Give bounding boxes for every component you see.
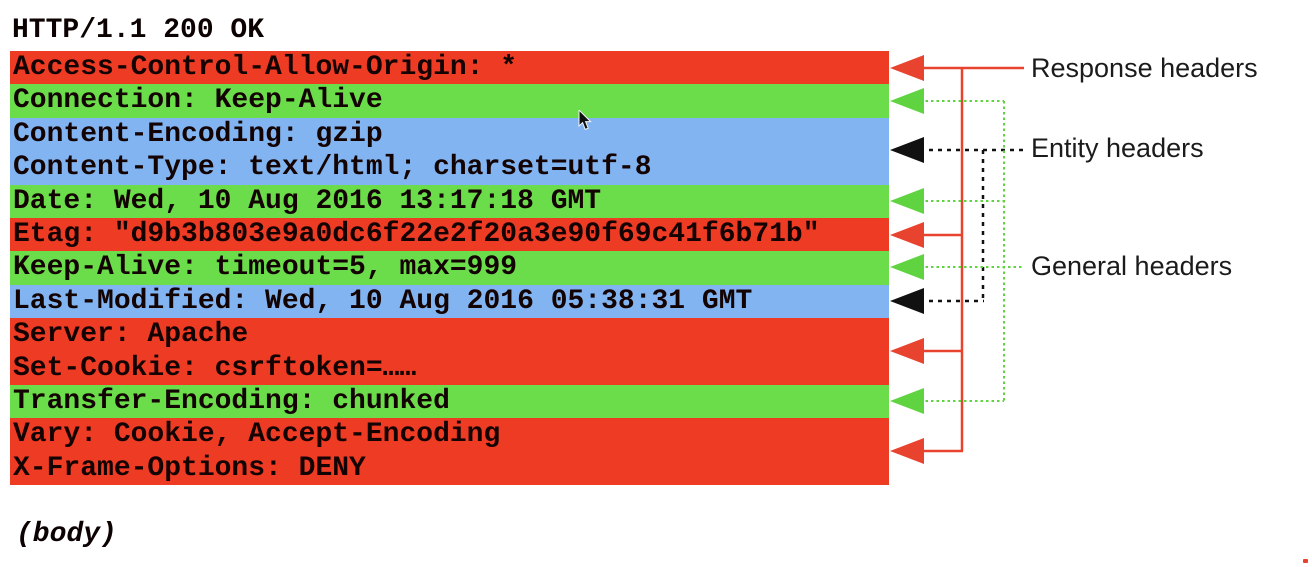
header-row-vary-xframe: Vary: Cookie, Accept-Encoding X-Frame-Op… <box>10 418 889 486</box>
general-headers-label: General headers <box>1031 251 1233 281</box>
header-row-content: Content-Encoding: gzip Content-Type: tex… <box>10 117 889 185</box>
header-row-server-setcookie: Server: Apache Set-Cookie: csrftoken=…… <box>10 318 889 385</box>
arrow-icon-server <box>890 338 924 364</box>
header-line: Content-Encoding: gzip <box>13 118 383 150</box>
header-row-last-modified: Last-Modified: Wed, 10 Aug 2016 05:38:31… <box>10 284 889 319</box>
header-row-keep-alive: Keep-Alive: timeout=5, max=999 <box>10 251 889 285</box>
arrow-icon-etag <box>890 222 924 248</box>
arrow-icon-last-modified <box>890 288 924 314</box>
header-line: Access-Control-Allow-Origin: * <box>13 52 518 83</box>
header-row-connection: Connection: Keep-Alive <box>10 84 889 118</box>
header-line: Set-Cookie: csrftoken=…… <box>13 352 417 384</box>
response-headers-block: Access-Control-Allow-Origin: * Connectio… <box>10 51 889 486</box>
body-placeholder: (body) <box>16 519 117 550</box>
header-row-date: Date: Wed, 10 Aug 2016 13:17:18 GMT <box>10 184 889 218</box>
header-row-access-control-allow-origin: Access-Control-Allow-Origin: * <box>10 51 889 85</box>
red-speck-artifact <box>1303 559 1308 563</box>
arrow-icon-vary <box>890 438 924 464</box>
status-line: HTTP/1.1 200 OK <box>12 15 265 46</box>
header-line: Server: Apache <box>13 319 249 351</box>
header-line: Content-Type: text/html; charset=utf-8 <box>13 152 652 184</box>
mouse-cursor-icon <box>578 108 593 136</box>
header-row-transfer-encoding: Transfer-Encoding: chunked <box>10 384 889 419</box>
header-line: Keep-Alive: timeout=5, max=999 <box>13 252 518 284</box>
header-line: Last-Modified: Wed, 10 Aug 2016 05:38:31… <box>13 285 753 317</box>
response-headers-label: Response headers <box>1031 53 1258 83</box>
arrow-icon-access-control <box>890 55 924 81</box>
header-line: Vary: Cookie, Accept-Encoding <box>13 419 501 451</box>
header-line: Date: Wed, 10 Aug 2016 13:17:18 GMT <box>13 185 602 217</box>
header-line: X-Frame-Options: DENY <box>13 452 366 484</box>
header-line: Transfer-Encoding: chunked <box>13 385 450 417</box>
header-row-etag: Etag: "d9b3b803e9a0dc6f22e2f20a3e90f69c4… <box>10 217 889 252</box>
header-line: Etag: "d9b3b803e9a0dc6f22e2f20a3e90f69c4… <box>13 218 820 250</box>
arrow-icon-transfer-encoding <box>890 388 924 414</box>
arrow-icon-keep-alive <box>890 254 924 280</box>
arrow-icon-content <box>890 137 924 163</box>
arrow-icon-date <box>890 188 924 214</box>
arrow-icon-connection <box>890 88 924 114</box>
entity-headers-label: Entity headers <box>1031 133 1204 163</box>
header-line: Connection: Keep-Alive <box>13 85 383 117</box>
